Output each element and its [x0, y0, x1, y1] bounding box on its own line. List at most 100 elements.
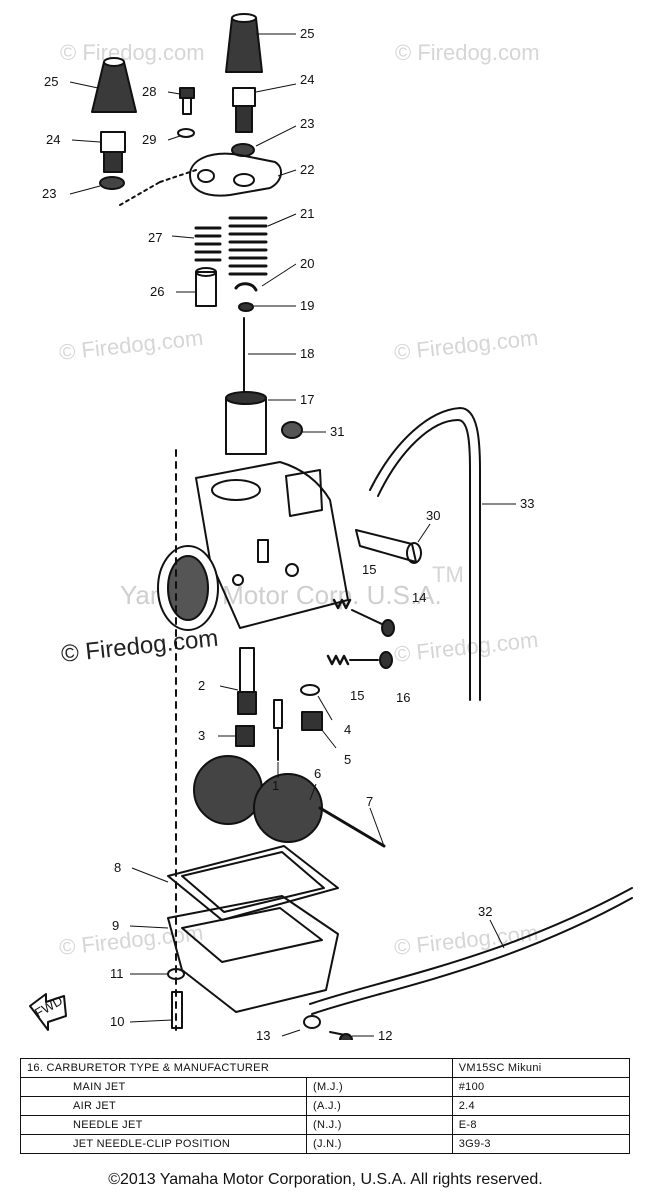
- label-21: 21: [300, 206, 314, 221]
- label-10: 10: [110, 1014, 124, 1029]
- label-31: 31: [330, 424, 344, 439]
- label-24-right: 24: [300, 72, 314, 87]
- label-14: 14: [412, 590, 426, 605]
- part-2-needle-jet: [237, 647, 257, 715]
- label-15-lower: 15: [350, 688, 364, 703]
- part-32-tube: [309, 887, 633, 1005]
- leader-lines: [69, 33, 516, 1037]
- part-25-right-cap: [225, 13, 263, 73]
- label-8: 8: [114, 860, 121, 875]
- part-22-cap-plate: [189, 152, 282, 197]
- spec-row-code: (A.J.): [306, 1096, 453, 1116]
- part-5-plug: [301, 711, 323, 731]
- spec-row-value: E-8: [451, 1115, 631, 1135]
- part-26-plunger: [195, 267, 217, 307]
- spec-header-label: 16. CARBURETOR TYPE & MANUFACTURER: [20, 1058, 453, 1078]
- watermark-mid-right-2: © Firedog.com: [393, 627, 539, 667]
- label-18: 18: [300, 346, 314, 361]
- label-30: 30: [426, 508, 440, 523]
- part-6-float: [193, 755, 323, 843]
- label-23-right: 23: [300, 116, 314, 131]
- part-27-spring: [194, 226, 222, 262]
- label-5: 5: [344, 752, 351, 767]
- part-33-tube: [369, 407, 481, 701]
- part-9-float-chamber: [167, 895, 339, 1013]
- spec-row-label: JET NEEDLE-CLIP POSITION: [19, 1134, 308, 1154]
- label-19: 19: [300, 298, 314, 313]
- label-29: 29: [142, 132, 156, 147]
- watermark-mid-left: © Firedog.com: [58, 325, 204, 365]
- part-labels: 25 25 24 24 23 23 28 29 22 21 27 20 26 1…: [42, 26, 534, 1040]
- part-10-screw: [171, 991, 183, 1029]
- label-12: 12: [378, 1028, 392, 1040]
- label-33: 33: [520, 496, 534, 511]
- part-33-tube-inner: [377, 419, 471, 701]
- part-25-left-cap: [91, 57, 137, 113]
- part-14-screw: [351, 609, 395, 637]
- spec-row-value: 3G9-3: [451, 1134, 631, 1154]
- spec-row-code: (N.J.): [306, 1115, 453, 1135]
- part-19-seat: [238, 302, 254, 312]
- spec-header-value: VM15SC Mikuni: [451, 1058, 631, 1078]
- label-24-left: 24: [46, 132, 60, 147]
- label-9: 9: [112, 918, 119, 933]
- spec-row-needle-jet: NEEDLE JET (N.J.) E-8: [19, 1115, 631, 1135]
- label-32: 32: [478, 904, 492, 919]
- label-17: 17: [300, 392, 314, 407]
- carburetor-spec-table: 16. CARBURETOR TYPE & MANUFACTURER VM15S…: [19, 1058, 631, 1154]
- watermark-tm: TM: [432, 562, 464, 587]
- label-1: 1: [272, 778, 279, 793]
- label-25-left: 25: [44, 74, 58, 89]
- part-8-gasket: [167, 845, 339, 921]
- spec-row-code: (J.N.): [306, 1134, 453, 1154]
- part-29-washer: [177, 128, 195, 138]
- spec-row-label: NEEDLE JET: [19, 1115, 308, 1135]
- spec-row-jet-needle-clip: JET NEEDLE-CLIP POSITION (J.N.) 3G9-3: [19, 1134, 631, 1154]
- carburetor-body: [157, 461, 349, 631]
- spec-row-value: #100: [451, 1077, 631, 1097]
- part-1-pilot-jet: [273, 699, 283, 761]
- label-13: 13: [256, 1028, 270, 1040]
- label-4: 4: [344, 722, 351, 737]
- label-22: 22: [300, 162, 314, 177]
- part-15-upper-spring: [332, 598, 352, 610]
- label-26: 26: [150, 284, 164, 299]
- part-32-tube-inner: [311, 897, 633, 1015]
- part-31-cap: [281, 421, 303, 439]
- fwd-arrow-icon: [29, 993, 67, 1031]
- label-20: 20: [300, 256, 314, 271]
- spec-row-main-jet: MAIN JET (M.J.) #100: [19, 1077, 631, 1097]
- label-23-left: 23: [42, 186, 56, 201]
- watermark-dark-firedog: © Firedog.com: [60, 625, 220, 668]
- label-11: 11: [110, 966, 124, 981]
- label-2: 2: [198, 678, 205, 693]
- part-16-screw: [349, 651, 393, 669]
- label-15-upper: 15: [362, 562, 376, 577]
- spec-row-code: (M.J.): [306, 1077, 453, 1097]
- part-24-right-adjuster: [232, 87, 256, 133]
- part-17-throttle-valve: [225, 391, 267, 455]
- spec-row-value: 2.4: [451, 1096, 631, 1116]
- label-3: 3: [198, 728, 205, 743]
- drawing-layer: [29, 13, 633, 1040]
- watermark-mid-right: © Firedog.com: [393, 325, 539, 365]
- part-7-float-pin: [318, 806, 386, 848]
- label-28: 28: [142, 84, 156, 99]
- label-6: 6: [314, 766, 321, 781]
- spec-row-air-jet: AIR JET (A.J.) 2.4: [19, 1096, 631, 1116]
- carburetor-exploded-diagram: © Firedog.com © Firedog.com © Firedog.co…: [29, 13, 633, 1040]
- part-20-clip: [234, 282, 258, 292]
- part-24-left-adjuster: [100, 131, 126, 173]
- spec-row-label: MAIN JET: [19, 1077, 308, 1097]
- part-4-washer: [300, 684, 320, 696]
- part-12-screw: [329, 1031, 353, 1040]
- part-23-left-nut: [99, 176, 125, 190]
- spec-row-label: AIR JET: [19, 1096, 308, 1116]
- label-25-right: 25: [300, 26, 314, 41]
- part-21-spring: [228, 216, 268, 276]
- part-15-lower-spring: [326, 654, 350, 666]
- part-28-screw: [179, 87, 195, 115]
- copyright-notice: ©2013 Yamaha Motor Corporation, U.S.A. A…: [108, 1171, 543, 1188]
- label-16: 16: [396, 690, 410, 705]
